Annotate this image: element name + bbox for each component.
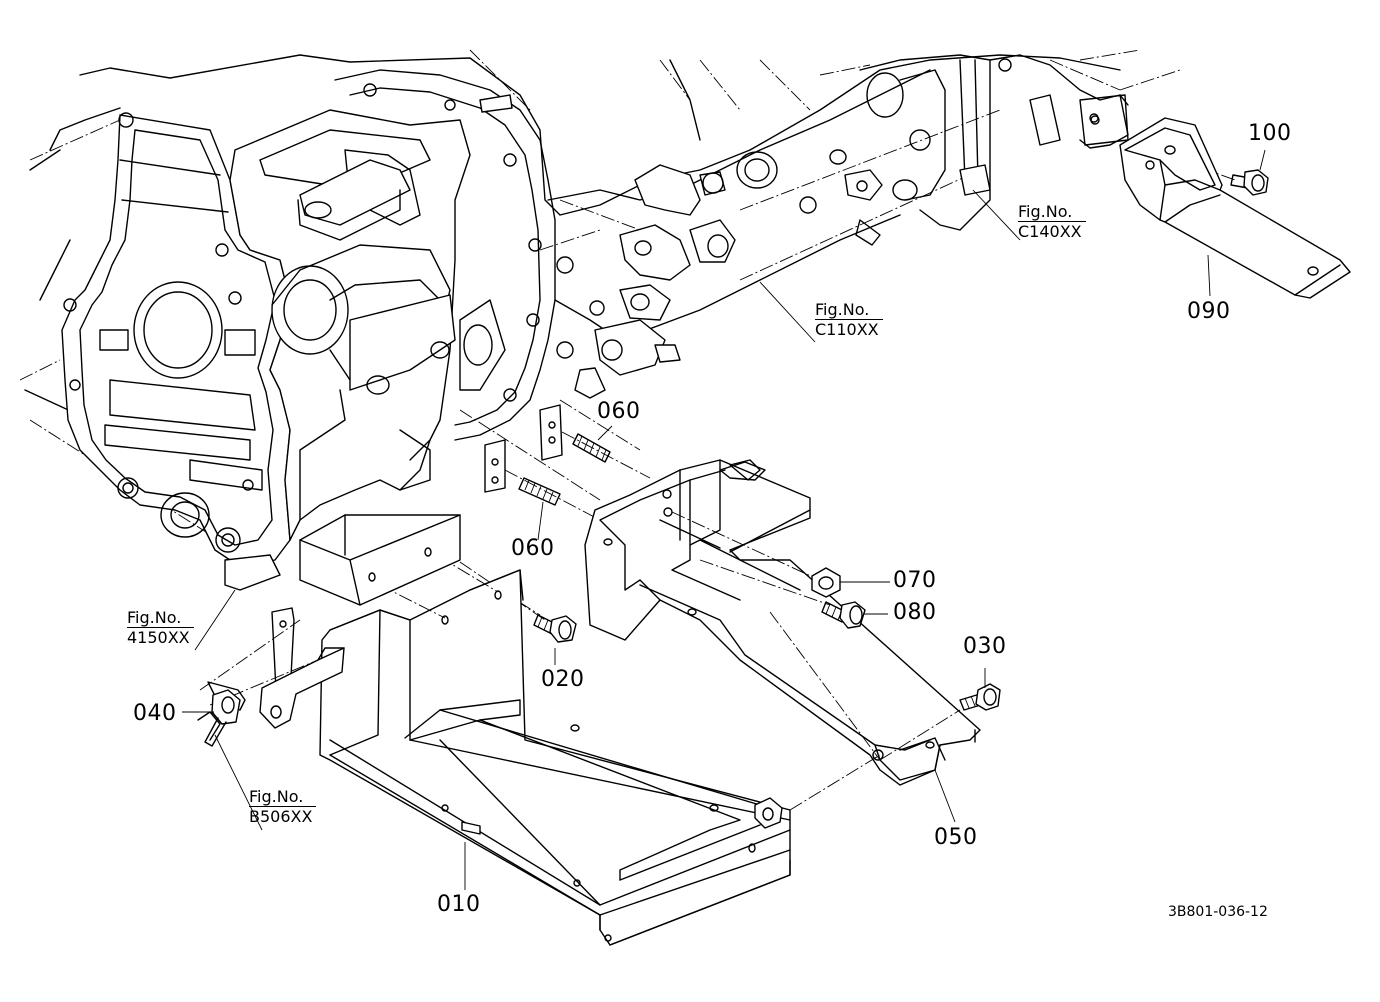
part-label-080: 080 (893, 600, 937, 625)
transmission-housing (19, 49, 1181, 566)
fig-ref-number: 4150XX (127, 627, 194, 647)
part-label-040: 040 (133, 701, 177, 726)
part-label-010: 010 (437, 892, 481, 917)
part-label-020: 020 (541, 667, 585, 692)
part-label-070: 070 (893, 568, 937, 593)
leader-lines (182, 149, 1266, 890)
frame-010 (224, 514, 881, 946)
bracket-050 (584, 459, 981, 786)
part-label-050: 050 (934, 825, 978, 850)
fig-ref-caption: Fig.No. (1018, 202, 1073, 221)
sensor-bracket-040 (197, 607, 345, 747)
nut-070 (671, 511, 881, 761)
fig-ref-number: C140XX (1018, 221, 1086, 241)
part-label-030: 030 (963, 634, 1007, 659)
fig-ref-caption: Fig.No. (815, 300, 870, 319)
stud-060 (484, 404, 651, 521)
fig-ref-4150xx[interactable]: Fig.No. 4150XX (127, 608, 194, 647)
fig-ref-caption: Fig.No. (249, 787, 304, 806)
fig-ref-b506xx[interactable]: Fig.No. B506XX (249, 787, 317, 826)
part-label-090: 090 (1187, 299, 1231, 324)
fig-ref-c140xx[interactable]: Fig.No. C140XX (1018, 202, 1086, 241)
drawing-code: 3B801-036-12 (1168, 904, 1268, 920)
fig-ref-number: C110XX (815, 319, 883, 339)
fig-ref-c110xx[interactable]: Fig.No. C110XX (815, 300, 883, 339)
part-label-060-upper: 060 (597, 399, 641, 424)
bracket-090 (1079, 94, 1351, 299)
part-label-100: 100 (1248, 121, 1292, 146)
bolt-080 (821, 601, 866, 629)
fig-ref-caption: Fig.No. (127, 608, 182, 627)
part-label-060-lower: 060 (511, 536, 555, 561)
fig-ref-number: B506XX (249, 806, 317, 826)
bolt-030 (879, 683, 1001, 761)
